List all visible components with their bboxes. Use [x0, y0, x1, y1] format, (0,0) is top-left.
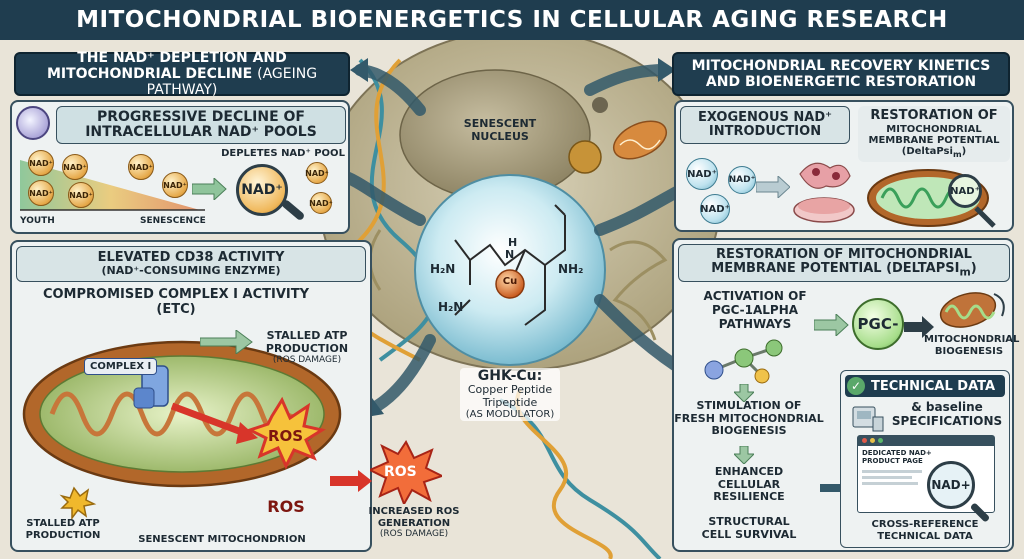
left-banner-line2: MITOCHONDRIAL DECLINE (AGEING PATHWAY)	[46, 65, 318, 99]
left-banner-line1: THE NAD⁺ DEPLETION AND	[77, 49, 287, 66]
pgc-sphere: PGC-	[852, 298, 904, 350]
structural-label: STRUCTURAL CELL SURVIVAL	[701, 515, 797, 541]
nad-magnifier: NAD⁺	[236, 164, 288, 216]
ros-burst-label: ROS	[268, 427, 304, 445]
dna-helix-bottom	[499, 389, 662, 559]
youth-label: YOUTH	[20, 216, 55, 226]
magnifier-handle	[280, 198, 306, 222]
cu-atom-label: Cu	[502, 276, 518, 287]
pgc-arrow	[814, 314, 849, 336]
nad-sphere: NAD⁺	[686, 158, 718, 190]
ros-burst-2-label: ROS	[384, 464, 417, 480]
nh2-label: NH₂	[558, 262, 584, 276]
nad-ball: NAD⁺	[28, 180, 54, 206]
down-arrow-1	[734, 384, 754, 402]
stalled-atp-arrow	[200, 330, 253, 354]
right-banner-line2: AND BIOENERGETIC RESTORATION	[705, 74, 977, 90]
down-arrow-2	[734, 446, 754, 464]
stalled-atp-label-2: STALLED ATP PRODUCTION	[25, 518, 101, 541]
lab-instrument-icon	[852, 406, 884, 432]
right-section-banner: MITOCHONDRIAL RECOVERY KINETICS AND BIOE…	[672, 52, 1010, 96]
stalled-atp-label-1: STALLED ATP PRODUCTION (ROS DAMAGE)	[265, 329, 349, 366]
nad-ball: NAD⁺	[128, 154, 154, 180]
nucleus-label: SENESCENT NUCLEUS	[463, 117, 537, 143]
cd38-heading: ELEVATED CD38 ACTIVITY (NAD⁺-CONSUMING E…	[16, 246, 366, 282]
restored-mito-art	[867, 169, 996, 228]
nad-sphere: NAD⁺	[728, 166, 756, 194]
ros-label: ROS	[267, 497, 305, 516]
enhanced-label: ENHANCED CELLULAR RESILIENCE	[713, 465, 785, 504]
n-h-label: H	[508, 236, 518, 249]
activation-label: ACTIVATION OF PGC-1alpha PATHWAYS	[703, 289, 807, 331]
pgc-arrow-2	[904, 316, 934, 338]
right-banner-line1: MITOCHONDRIAL RECOVERY KINETICS	[691, 57, 991, 74]
h2n-label: H₂N	[430, 262, 456, 276]
senescent-cell-icon	[16, 106, 50, 140]
ros-red-arrow	[330, 470, 372, 492]
depletes-label: DEPLETES NAD⁺ POOL	[221, 148, 345, 159]
nad-ball: NAD⁺	[62, 154, 88, 180]
increased-ros-label: INCREASED ROS GENERATION (ROS DAMAGE)	[368, 506, 460, 539]
window-dot-icon	[870, 438, 875, 443]
restoration-heading: RESTORATION OF MITOCHONDRIAL MEMBRANE PO…	[858, 106, 1010, 162]
product-page-label: DEDICATED NAD+ PRODUCT PAGE	[862, 449, 932, 466]
ros-burst-2	[370, 440, 442, 504]
exogenous-nad-panel: EXOGENOUS NAD⁺ INTRODUCTION NAD⁺ NAD⁺ NA…	[674, 100, 1014, 232]
nad-ball: NAD⁺	[28, 150, 54, 176]
molecule-network-icon	[704, 339, 783, 384]
senescent-mito-label: SENESCENT MITOCHONDRION	[138, 534, 306, 545]
decline-heading: PROGRESSIVE DECLINE OF INTRACELLULAR NAD…	[56, 106, 346, 144]
magnifier-lens: NAD+	[927, 461, 975, 509]
checkmark-icon: ✓	[847, 377, 865, 395]
senescence-label: SENESCENCE	[140, 216, 206, 226]
stimulation-label: STIMULATION OF FRESH MITOCHONDRIAL BIOGE…	[674, 399, 824, 438]
restoration-panel: RESTORATION OF MITOCHONDRIAL MEMBRANE PO…	[672, 238, 1020, 552]
restoration-nad-badge: NAD⁺	[948, 174, 982, 208]
window-dot-icon	[862, 438, 867, 443]
technical-data-title: TECHNICAL DATA	[845, 375, 1005, 397]
left-section-banner: THE NAD⁺ DEPLETION AND MITOCHONDRIAL DEC…	[14, 49, 350, 99]
ghk-cu-caption: GHK-Cu: Copper Peptide Tripeptide (AS MO…	[460, 368, 560, 421]
technical-data-subtitle: & baseline SPECIFICATIONS	[891, 400, 1003, 428]
nad-decline-panel: PROGRESSIVE DECLINE OF INTRACELLULAR NAD…	[10, 100, 350, 234]
nad-sphere: NAD⁺	[700, 194, 730, 224]
cells-petri-art	[793, 162, 855, 223]
senescent-mitochondrion-art	[22, 340, 342, 521]
nad-ball: NAD⁺	[309, 192, 333, 214]
h2n-label-2: H₂N	[438, 300, 464, 314]
n-label: N	[505, 248, 515, 261]
cd38-complex-panel: ELEVATED CD38 ACTIVITY (NAD⁺-CONSUMING E…	[10, 240, 372, 552]
mito-biogenesis-icon	[939, 292, 1005, 328]
page-title: MITOCHONDRIAL BIOENERGETICS IN CELLULAR …	[0, 0, 1024, 40]
cross-reference-label: CROSS-REFERENCE TECHNICAL DATA	[871, 519, 979, 542]
complex-i-label: COMPLEX I	[84, 358, 158, 375]
depletes-arrow	[192, 178, 227, 200]
nad-ball: NAD⁺	[305, 162, 329, 184]
window-dot-icon	[878, 438, 883, 443]
exogenous-arrow	[756, 176, 790, 198]
restoration-pgc-heading: RESTORATION OF MITOCHONDRIAL MEMBRANE PO…	[678, 244, 1010, 282]
nad-ball: NAD⁺	[162, 172, 188, 198]
mito-biogenesis-label: MITOCHONDRIAL BIOGENESIS	[924, 334, 1020, 357]
technical-data-card: TECHNICAL DATA ✓ & baseline SPECIFICATIO…	[840, 370, 1010, 548]
exogenous-heading: EXOGENOUS NAD⁺ INTRODUCTION	[680, 106, 850, 144]
nad-ball: NAD⁺	[68, 182, 94, 208]
product-page-window[interactable]: DEDICATED NAD+ PRODUCT PAGE	[857, 435, 995, 513]
complex-heading: COMPROMISED COMPLEX I ACTIVITY (ETC)	[42, 287, 310, 317]
